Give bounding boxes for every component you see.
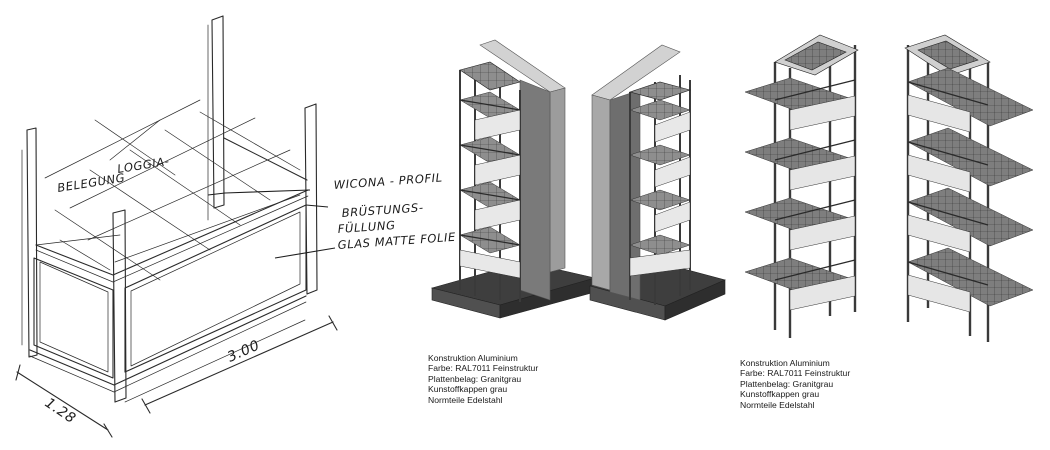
label-bruestungs: BRÜSTUNGS- <box>341 198 424 220</box>
render-tower-free-a <box>744 34 859 338</box>
spec-line: Konstruktion Aluminium <box>428 353 518 363</box>
label-wicona-profil: WICONA - PROFIL <box>333 170 443 192</box>
spec-line: Farbe: RAL7011 Feinstruktur <box>428 363 539 374</box>
spec-line: Farbe: RAL7011 Feinstruktur <box>740 368 851 379</box>
balcony-sketch: LOGGIA- BELEGUNG WICONA - PROFIL BRÜSTUN… <box>15 15 456 438</box>
spec-line: Plattenbelag: Granitgrau <box>428 373 522 384</box>
spec-line: Konstruktion Aluminium <box>740 358 830 368</box>
spec-line: Normteile Edelstahl <box>740 399 815 410</box>
label-belegung: BELEGUNG <box>56 170 126 195</box>
spec-block-right: Konstruktion Aluminium Farbe: RAL7011 Fe… <box>740 358 850 410</box>
spec-line: Normteile Edelstahl <box>428 394 503 405</box>
spec-line: Kunstoffkappen grau <box>428 384 508 395</box>
spec-block-left: Konstruktion Aluminium Farbe: RAL7011 Fe… <box>428 353 538 405</box>
render-tower-wall-a <box>430 39 596 319</box>
spec-line: Kunstoffkappen grau <box>740 389 820 400</box>
label-fuellung: FÜLLUNG <box>337 216 396 236</box>
render-tower-wall-b <box>589 44 726 321</box>
spec-line: Plattenbelag: Granitgrau <box>740 378 834 389</box>
render-tower-free-b <box>904 34 1034 342</box>
floor-grid-sketch <box>44 99 301 281</box>
